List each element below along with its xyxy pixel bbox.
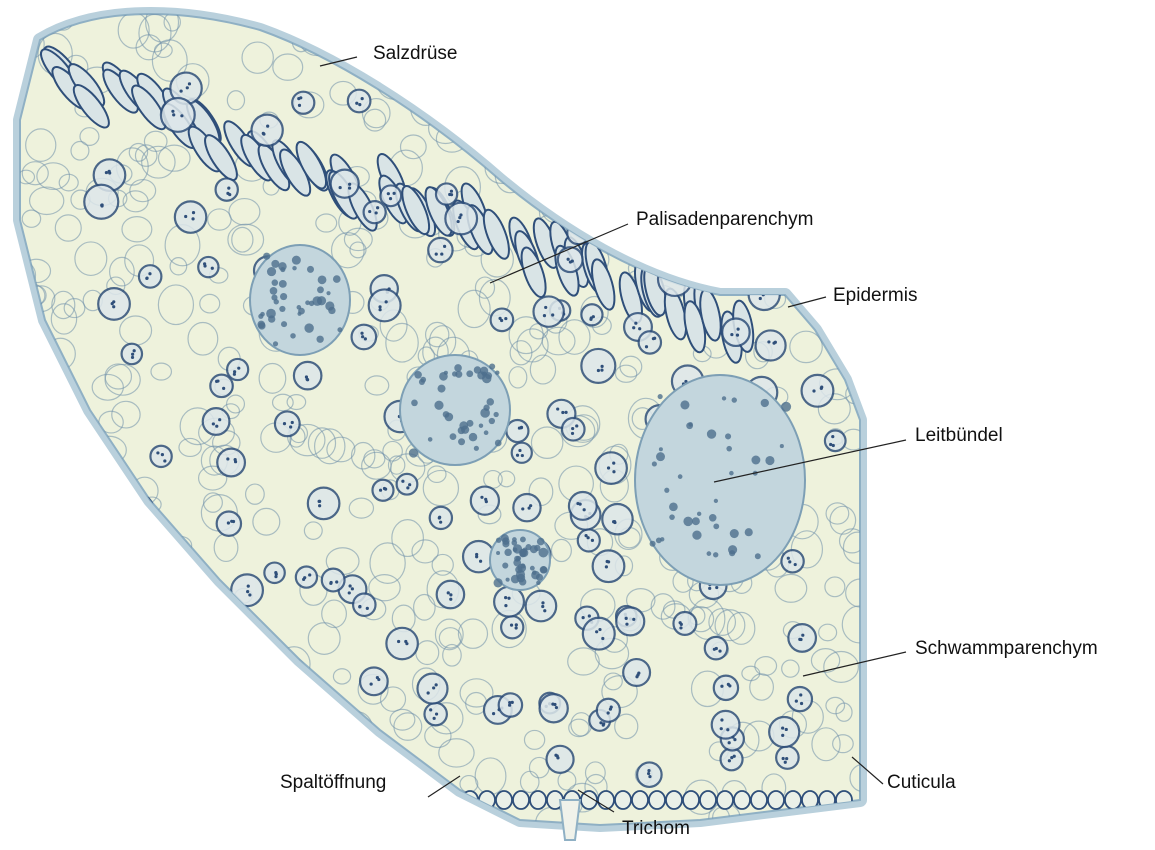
label-salzdruese: Salzdrüse <box>373 44 458 63</box>
label-schwammparenchym: Schwammparenchym <box>915 639 1098 658</box>
label-epidermis: Epidermis <box>833 286 917 305</box>
label-leitbuendel: Leitbündel <box>915 426 1003 445</box>
label-palisadenparenchym: Palisadenparenchym <box>636 210 813 229</box>
label-cuticula: Cuticula <box>887 773 956 792</box>
label-spaltoeffnung: Spaltöffnung <box>280 773 386 792</box>
leaf-tissue <box>5 3 881 840</box>
vascular-bundle <box>635 375 805 585</box>
trichom-shape <box>560 800 580 840</box>
label-trichom: Trichom <box>622 819 690 838</box>
